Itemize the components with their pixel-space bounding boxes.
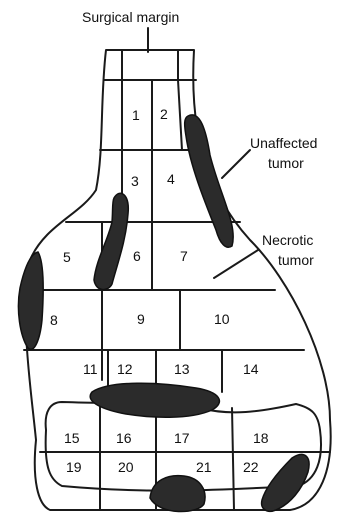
unaffected-tumor-label-1: Unaffected <box>250 135 317 151</box>
section-10: 10 <box>214 311 230 327</box>
tumor-mass-center <box>94 193 128 289</box>
section-4: 4 <box>167 171 175 187</box>
section-22: 22 <box>243 459 259 475</box>
section-5: 5 <box>63 249 71 265</box>
section-17: 17 <box>174 430 190 446</box>
section-2: 2 <box>160 106 168 122</box>
unaffected-tumor-leader <box>222 150 250 178</box>
section-11: 11 <box>83 361 98 377</box>
tumor-mass-left <box>18 252 43 349</box>
section-18: 18 <box>253 430 269 446</box>
tumor-mass-condyle-top <box>90 383 219 417</box>
tumor-mass-bottom-right <box>262 454 309 511</box>
tumor-mass-shaft-right <box>185 115 234 247</box>
section-3: 3 <box>131 173 139 189</box>
section-12: 12 <box>117 361 133 377</box>
margin-grid <box>104 50 196 80</box>
section-14: 14 <box>243 361 259 377</box>
section-16: 16 <box>116 430 132 446</box>
tumor-mass-bottom <box>150 476 205 512</box>
section-15: 15 <box>64 430 80 446</box>
section-19: 19 <box>66 459 82 475</box>
section-6: 6 <box>133 248 141 264</box>
necrotic-tumor-leader <box>214 250 258 278</box>
necrotic-tumor-label-1: Necrotic <box>262 232 313 248</box>
section-9: 9 <box>137 311 145 327</box>
unaffected-tumor-label-2: tumor <box>268 155 304 171</box>
section-8: 8 <box>50 312 58 328</box>
section-7: 7 <box>180 248 188 264</box>
necrotic-tumor-label-2: tumor <box>278 252 314 268</box>
section-21: 21 <box>196 459 212 475</box>
section-20: 20 <box>118 459 134 475</box>
section-1: 1 <box>132 107 140 123</box>
surgical-margin-label: Surgical margin <box>82 9 179 25</box>
section-13: 13 <box>174 361 190 377</box>
